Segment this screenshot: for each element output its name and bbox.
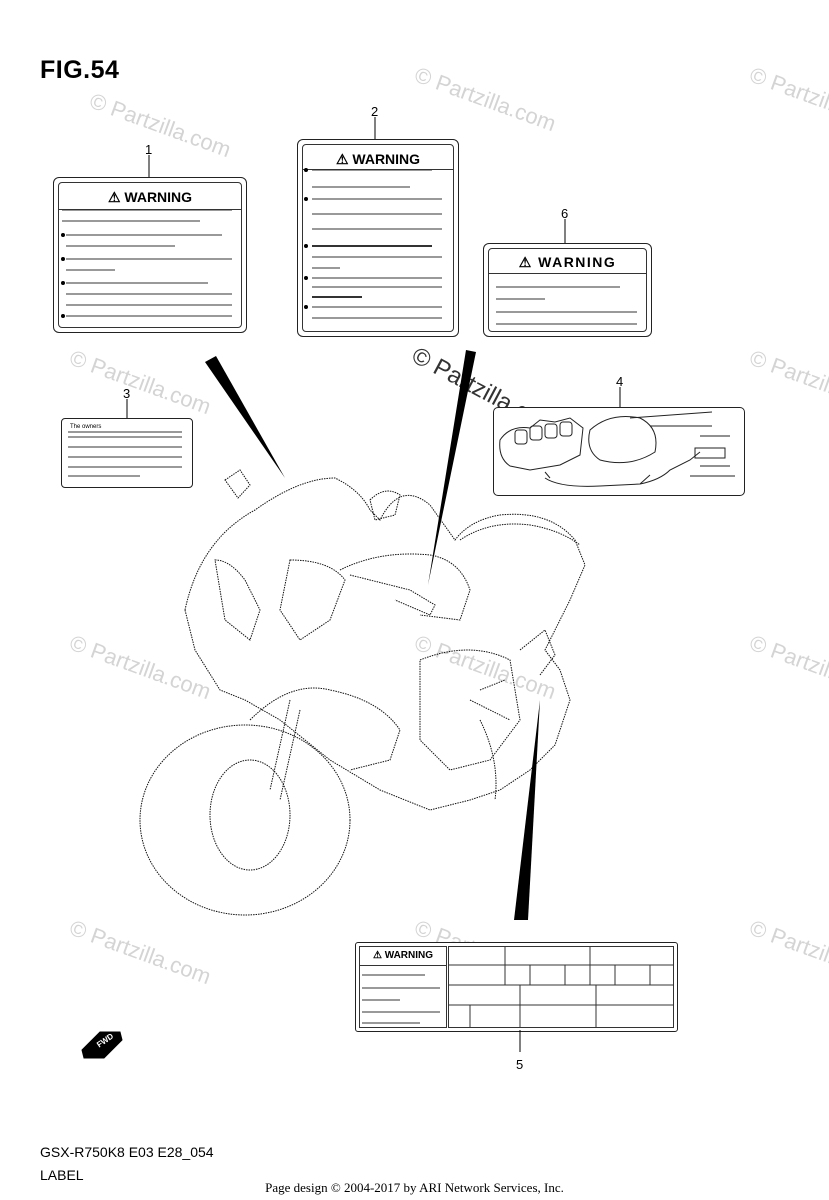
callout-1: 1 (145, 142, 153, 157)
section-label: LABEL (40, 1167, 84, 1183)
callout-2: 2 (371, 104, 379, 119)
label-4-engine-drawing (499, 411, 735, 487)
model-code: GSX-R750K8 E03 E28_054 (40, 1144, 214, 1160)
label-6-warning: ⚠ WARNING (489, 254, 646, 271)
label-6-text-lines (496, 286, 637, 325)
callout-6: 6 (561, 206, 569, 221)
fwd-arrow-icon (81, 1031, 123, 1059)
label-2-warning: ⚠ WARNING (303, 151, 453, 168)
callout-3: 3 (123, 386, 131, 401)
pointer-label-1 (205, 356, 285, 478)
label-4 (493, 407, 745, 496)
label-5-warning: ⚠ WARNING (360, 950, 446, 961)
label-5-warning-panel: ⚠ WARNING (359, 946, 447, 1028)
label-1: ⚠ WARNING (53, 177, 247, 333)
label-3-text: The owners (70, 424, 102, 430)
label-5-divider (360, 965, 446, 966)
warning-triangle-icon: ⚠ (107, 189, 121, 205)
label-5-warning-text: WARNING (384, 950, 434, 961)
figure-title: FIG.54 (40, 56, 120, 84)
callout-5: 5 (516, 1057, 524, 1072)
label-6-frame: ⚠ WARNING (488, 248, 647, 332)
label-6: ⚠ WARNING (483, 243, 652, 337)
label-5-table-panel (448, 946, 674, 1028)
label-5-table-lines (362, 946, 673, 1027)
label-2: ⚠ WARNING (297, 139, 459, 337)
label-2-warning-text: WARNING (352, 151, 421, 167)
motorcycle-drawing (139, 469, 586, 916)
warning-triangle-icon: ⚠ (335, 151, 349, 167)
label-6-warning-text: WARNING (538, 254, 617, 270)
label-1-warning: ⚠ WARNING (59, 189, 241, 206)
pointer-label-2 (428, 350, 476, 585)
pointer-label-5 (514, 700, 540, 920)
label-1-text-lines (62, 209, 232, 317)
label-1-warning-text: WARNING (124, 189, 193, 205)
copyright-notice: Page design © 2004-2017 by ARI Network S… (265, 1180, 564, 1195)
label-3-text-lines (68, 431, 182, 477)
callout-4: 4 (616, 374, 624, 389)
label-1-frame: ⚠ WARNING (58, 182, 242, 328)
warning-triangle-icon: ⚠ (518, 254, 533, 270)
label-6-divider (489, 273, 646, 274)
warning-triangle-icon: ⚠ (372, 950, 382, 961)
label-5: ⚠ WARNING (355, 942, 678, 1032)
label-2-text-lines (312, 169, 442, 319)
